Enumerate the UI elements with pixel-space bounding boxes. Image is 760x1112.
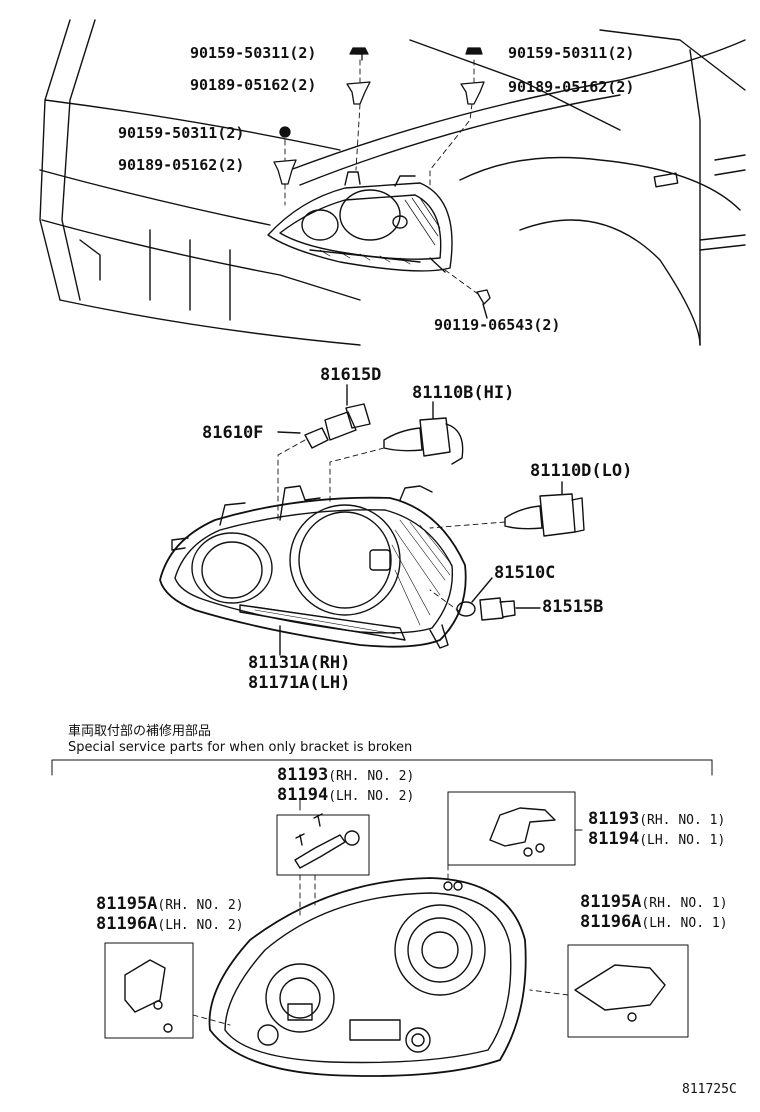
label-bracket-no1-upper-lh-row: 81194(LH. NO. 1): [588, 830, 725, 850]
label-bracket-no1-upper-lh: 81194: [588, 829, 640, 849]
label-clip-rh-2: 90159-50311(2): [118, 124, 245, 142]
label-bracket-no2-upper-rh-side: (RH. NO. 2): [328, 769, 415, 784]
label-headlamp-rh: 81131A(RH): [248, 653, 351, 673]
label-bracket-no1-lower-rh: 81195A: [580, 892, 642, 912]
headlamp-assembly: [159, 384, 585, 656]
label-retainer-rh-1: 90189-05162(2): [190, 76, 317, 94]
label-bracket-no2-upper: 81193(RH. NO. 2): [277, 766, 414, 786]
label-socket-side: 81515B: [542, 597, 604, 617]
label-bulb-hi-tag: (HI): [473, 383, 515, 403]
label-bulb-lo: 81110D(LO): [530, 462, 632, 480]
label-bulb-lo-number: 81110D: [530, 461, 592, 481]
label-bracket-no1-upper-lh-side: (LH. NO. 1): [639, 833, 726, 848]
label-bracket-no2-lower-lh: 81196A: [96, 914, 158, 934]
label-bracket-no1-upper-rh: 81193: [588, 809, 640, 829]
label-bracket-no1-lower-rh-side: (RH. NO. 1): [641, 896, 728, 911]
label-bracket-no1-lower-lh: 81196A: [580, 912, 642, 932]
label-socket-small: 81615D: [320, 365, 382, 385]
vehicle-front-illustration: [39, 19, 746, 346]
label-bracket-no2-lower-rh: 81195A: [96, 894, 158, 914]
label-bracket-no1-lower-lh-side: (LH. NO. 1): [641, 916, 728, 931]
figure-code: 811725C: [682, 1082, 737, 1097]
label-bulb-side: 81510C: [494, 563, 556, 583]
label-bulb-hi: 81110B(HI): [412, 384, 514, 402]
label-bracket-no2-upper-lh-row: 81194(LH. NO. 2): [277, 786, 414, 806]
label-bracket-no2-lower: 81195A(RH. NO. 2): [96, 895, 244, 915]
label-retainer-lh-1: 90189-05162(2): [508, 78, 635, 96]
service-parts-section: [51, 759, 713, 1077]
label-bulb-lo-tag: (LO): [591, 461, 633, 481]
label-bracket-no1-upper: 81193(RH. NO. 1): [588, 810, 725, 830]
label-bulb-hi-number: 81110B: [412, 383, 474, 403]
label-bulb-small: 81610F: [202, 423, 264, 443]
label-retainer-rh-2: 90189-05162(2): [118, 156, 245, 174]
label-bracket-no2-lower-lh-side: (LH. NO. 2): [157, 918, 244, 933]
label-bracket-no1-lower-lh-row: 81196A(LH. NO. 1): [580, 913, 728, 933]
label-clip-rh-1: 90159-50311(2): [190, 44, 317, 62]
label-bracket-no1-upper-rh-side: (RH. NO. 1): [639, 813, 726, 828]
label-bracket-no2-upper-rh: 81193: [277, 765, 329, 785]
label-bracket-no2-lower-rh-side: (RH. NO. 2): [157, 898, 244, 913]
label-clip-lh-1: 90159-50311(2): [508, 44, 635, 62]
label-bracket-no1-lower: 81195A(RH. NO. 1): [580, 893, 728, 913]
label-bracket-no2-lower-lh-row: 81196A(LH. NO. 2): [96, 915, 244, 935]
label-bracket-no2-upper-lh: 81194: [277, 785, 329, 805]
label-bracket-no2-upper-lh-side: (LH. NO. 2): [328, 789, 415, 804]
label-screw: 90119-06543(2): [434, 316, 561, 334]
note-english: Special service parts for when only brac…: [68, 740, 413, 755]
label-headlamp-lh: 81171A(LH): [248, 673, 351, 693]
note-japanese: 車両取付部の補修用部品: [68, 724, 212, 739]
